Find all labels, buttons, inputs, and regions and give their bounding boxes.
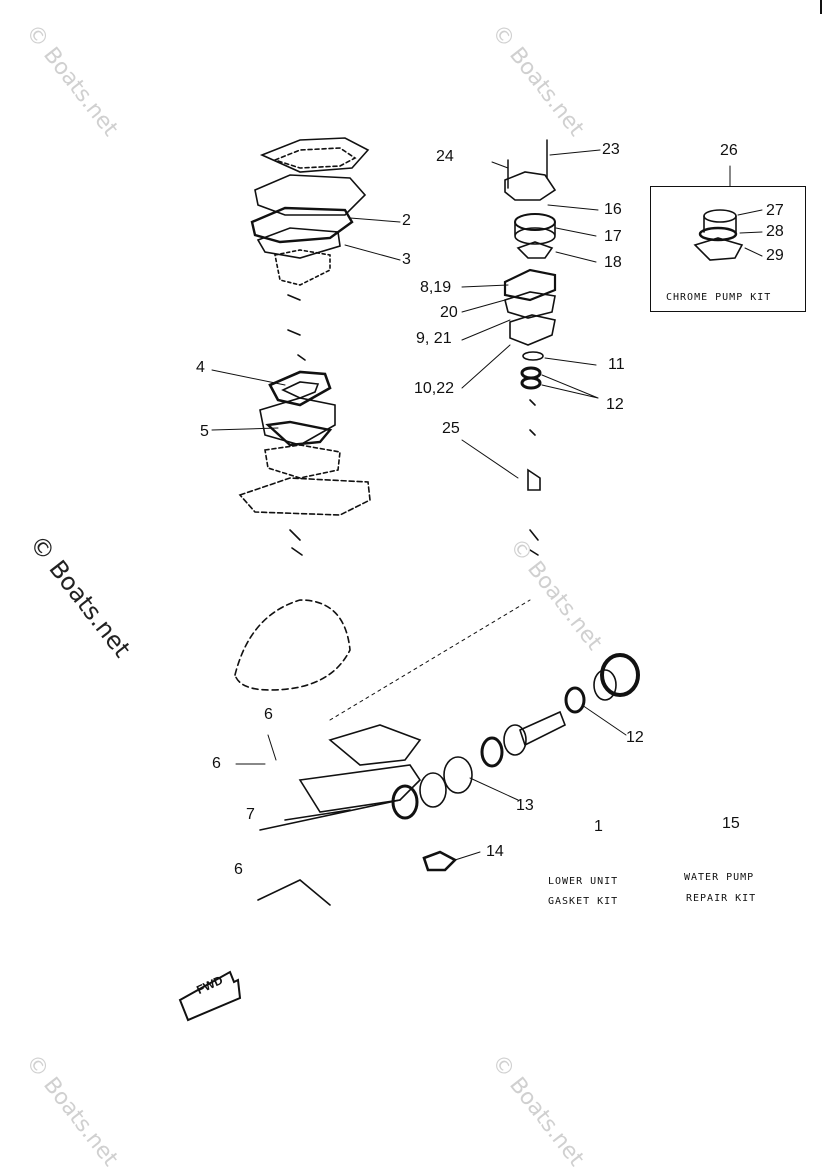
upper-housing-plates xyxy=(250,137,370,361)
callout-4: 4 xyxy=(196,359,205,376)
callout-16: 16 xyxy=(604,201,622,218)
callout-15: 15 xyxy=(722,815,740,832)
oil-seal-housing xyxy=(238,370,371,556)
callout-8-19: 8,19 xyxy=(420,279,452,296)
callout-14: 14 xyxy=(486,843,504,860)
water-pump-kit-label: WATER PUMP xyxy=(684,872,755,883)
propeller-shaft-assembly xyxy=(391,653,640,820)
chrome-pump-kit-drawing xyxy=(693,209,744,261)
callout-9-21: 9, 21 xyxy=(416,330,452,347)
callout-18: 18 xyxy=(604,254,622,271)
callout-17: 17 xyxy=(604,228,622,245)
leader-lines xyxy=(211,149,763,861)
callout-11: 11 xyxy=(608,356,625,373)
callout-20: 20 xyxy=(440,304,458,321)
callout-29: 29 xyxy=(766,247,784,264)
callout-10-22: 10,22 xyxy=(414,380,455,397)
callout-25: 25 xyxy=(442,420,460,437)
callout-5: 5 xyxy=(200,423,209,440)
corner-mark xyxy=(820,0,822,14)
lower-unit-kit-label: GASKET KIT xyxy=(548,896,619,907)
callout-28: 28 xyxy=(766,223,784,240)
water-pump-stack xyxy=(503,139,557,556)
fwd-arrow-icon xyxy=(178,970,242,1022)
callout-3: 3 xyxy=(402,251,411,268)
callout-26: 26 xyxy=(720,142,738,159)
callout-6: 6 xyxy=(264,706,273,723)
callout-6: 6 xyxy=(234,861,243,878)
callout-12: 12 xyxy=(626,729,644,746)
water-pump-kit-label: REPAIR KIT xyxy=(686,893,757,904)
callout-24: 24 xyxy=(436,148,454,165)
chrome-pump-kit-box xyxy=(650,186,806,312)
lower-casing xyxy=(234,599,531,906)
callout-23: 23 xyxy=(602,141,620,158)
callout-7: 7 xyxy=(246,806,255,823)
trim-tab-anode xyxy=(422,850,458,872)
chrome-pump-kit-label: CHROME PUMP KIT xyxy=(666,292,772,303)
callout-2: 2 xyxy=(402,212,411,229)
callout-12: 12 xyxy=(606,396,624,413)
callout-27: 27 xyxy=(766,202,784,219)
callout-1: 1 xyxy=(594,818,603,835)
callout-13: 13 xyxy=(516,797,534,814)
lower-unit-kit-label: LOWER UNIT xyxy=(548,876,619,887)
callout-6: 6 xyxy=(212,755,221,772)
